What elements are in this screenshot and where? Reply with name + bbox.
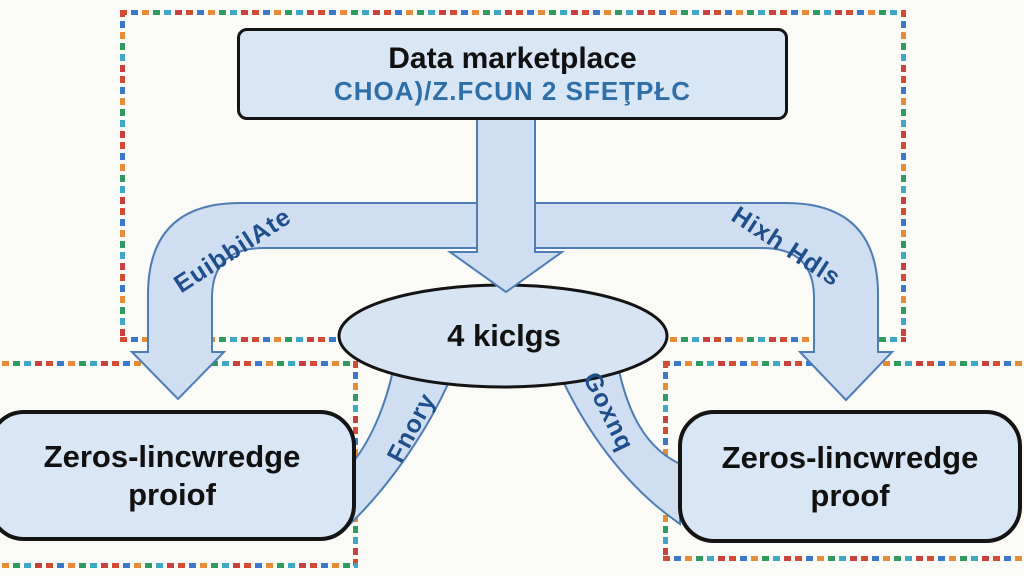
bottom-right-dashed-frame-bottom-edge (663, 556, 1024, 561)
left-node-line1: Zeros-lincwredge (43, 439, 301, 475)
bottom-left-dashed-frame-bottom-edge (0, 563, 358, 568)
data-marketplace-subtitle: CHOA)/Z.FCUN 2 SFEŢPŁC (333, 75, 692, 106)
top-dashed-frame-top-edge (120, 10, 906, 15)
data-marketplace-node: Data marketplace CHOA)/Z.FCUN 2 SFEŢPŁC (237, 28, 788, 120)
left-curved-arrow (129, 202, 478, 401)
left-node-line2: proiof (128, 476, 216, 512)
data-marketplace-title: Data marketplace (388, 42, 637, 76)
ellipse-to-bottom-left-connector (347, 364, 453, 529)
top-dashed-frame-left-edge (120, 10, 125, 342)
center-down-arrow (446, 117, 566, 294)
right-node-line1: Zeros-lincwredge (721, 440, 979, 476)
zero-knowledge-proof-left-node: Zeros-lincwredge proiof (0, 410, 356, 541)
top-dashed-frame-right-edge (901, 10, 906, 342)
right-curved-arrow (534, 202, 895, 402)
center-ellipse-label: 4 kiclgs (447, 318, 561, 353)
ellipse-to-bottom-right-connector (559, 364, 681, 526)
zero-knowledge-proof-right-node: Zeros-lincwredge proof (678, 410, 1022, 543)
right-node-line2: proof (810, 477, 890, 513)
